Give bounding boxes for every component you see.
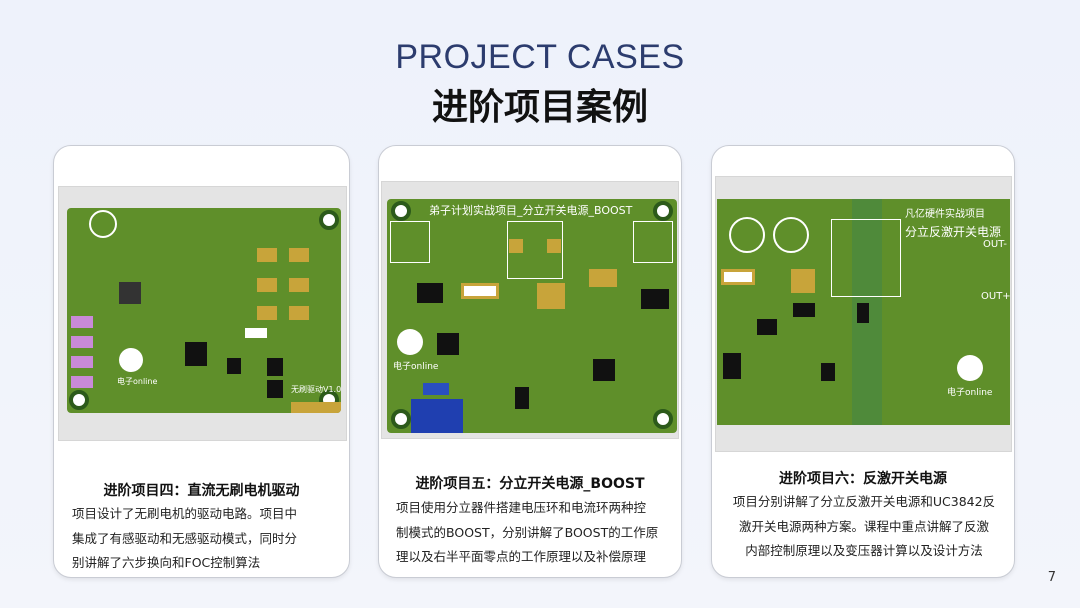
card-description: 项目分别讲解了分立反激开关电源和UC3842反激开关电源两种方案。课程中重点讲解…: [732, 494, 996, 558]
card-description: 项目使用分立器件搭建电压环和电流环两种控制模式的BOOST，分别讲解了BOOST…: [396, 500, 659, 564]
card-title: 进阶项目五：分立开关电源_BOOST: [415, 476, 645, 492]
project-card-5: 弟子计划实战项目_分立开关电源_BOOST 电子online 进阶项目五：分立开…: [378, 145, 682, 578]
pcb-image-flyback: 凡亿硬件实战项目 分立反激开关电源 OUT- OUT+ 电子online: [717, 199, 1010, 425]
card-title: 进阶项目四：直流无刷电机驱动: [103, 483, 300, 499]
title-chinese: 进阶项目案例: [431, 87, 648, 128]
pcb-image-frame: 弟子计划实战项目_分立开关电源_BOOST 电子online: [381, 181, 679, 439]
pcb-image-bldc: 电子online 无刷驱动V1.0: [67, 208, 341, 413]
pcb-image-boost: 弟子计划实战项目_分立开关电源_BOOST 电子online: [387, 199, 677, 433]
project-card-6: 凡亿硬件实战项目 分立反激开关电源 OUT- OUT+ 电子online 进阶项…: [711, 145, 1015, 578]
page-number: 7: [1047, 570, 1056, 585]
pcb-image-frame: 凡亿硬件实战项目 分立反激开关电源 OUT- OUT+ 电子online: [715, 176, 1012, 452]
pcb-image-frame: 电子online 无刷驱动V1.0: [58, 186, 347, 441]
title-english: PROJECT CASES: [395, 38, 685, 76]
card-title: 进阶项目六：反激开关电源: [779, 471, 947, 487]
card-description: 项目设计了无刷电机的驱动电路。项目中集成了有感驱动和无感驱动模式，同时分别讲解了…: [72, 506, 298, 570]
project-card-4: 电子online 无刷驱动V1.0 进阶项目四：直流无刷电机驱动 项目设计了无刷…: [53, 145, 350, 578]
